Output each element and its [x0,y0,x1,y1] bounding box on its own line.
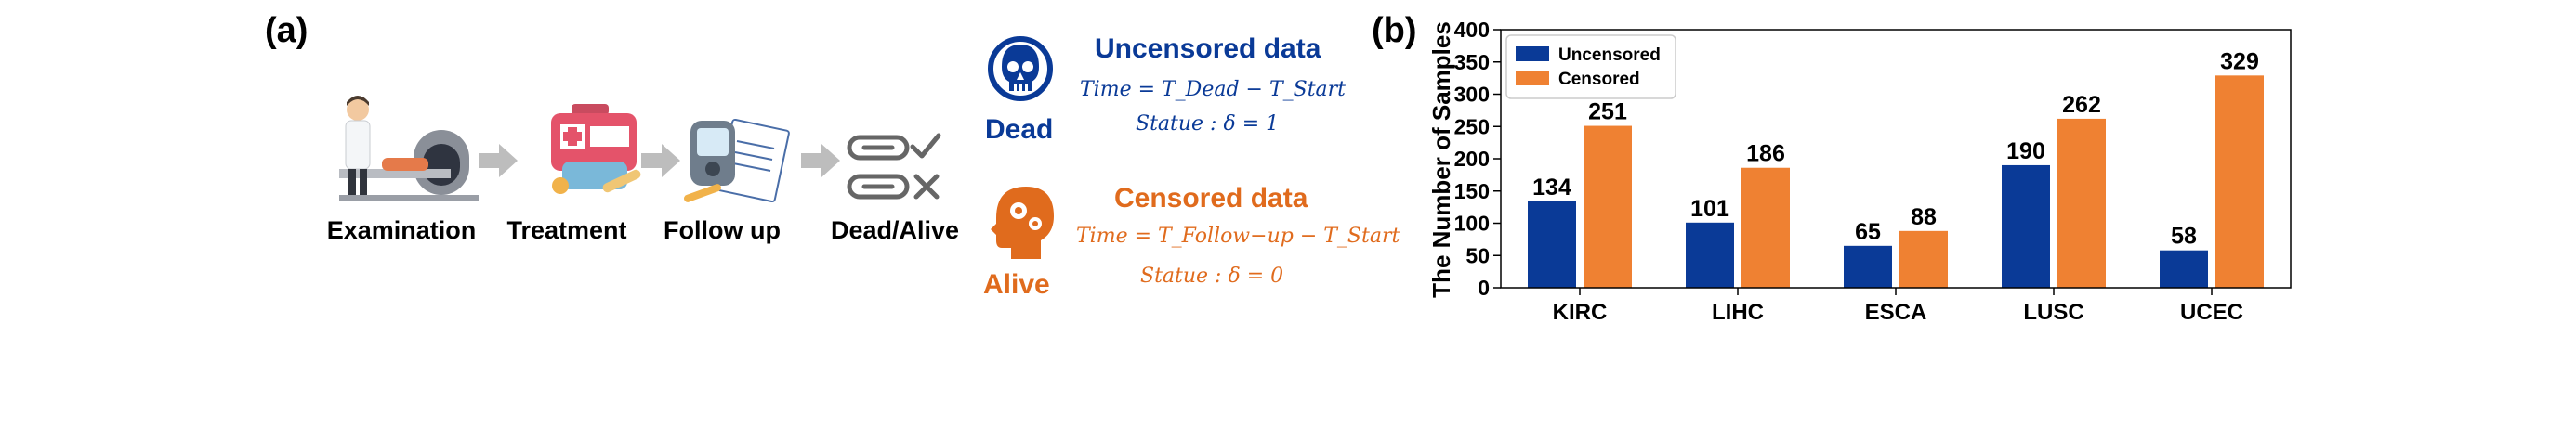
arrow-3 [801,153,821,168]
y-tick-label-0: 0 [1478,276,1490,300]
y-tick-label-150: 150 [1454,179,1490,203]
bar-lusc-censored [2057,118,2106,288]
data-label-lusc-censored: 262 [2062,92,2101,118]
bar-kirc-censored [1584,125,1632,288]
data-label-lihc-censored: 186 [1746,141,1785,167]
y-tick-label-350: 350 [1454,50,1490,74]
dead-time-formula: Time = T_Dead − T_Start [1080,78,1346,101]
step-label-examination: Examination [326,216,477,244]
alive-time-formula-text: Time = T_Follow−up − T_Start [1076,225,1400,248]
panel-b-label: (b) [1372,11,1417,50]
legend-label-uncensored: Uncensored [1558,45,1661,65]
x-tick-label-lihc: LIHC [1712,300,1764,325]
alive-status-formula: Statue : δ = 0 [1140,265,1284,288]
arrow-1 [479,153,499,168]
data-label-lusc-uncensored: 190 [2006,138,2045,164]
panel-a-label: (a) [265,11,309,50]
medical-kit-icon [551,104,641,194]
x-tick-label-ucec: UCEC [2180,300,2243,325]
data-label-esca-censored: 88 [1911,204,1937,230]
alive-status-word: Alive [983,269,1050,300]
x-axis: KIRC LIHC ESCA LUSC UCEC [1553,288,2243,325]
dead-status-word: Dead [985,114,1054,145]
data-label-ucec-censored: 329 [2220,48,2259,74]
check-cross-icon [847,133,941,200]
y-tick-label-400: 400 [1454,18,1490,42]
x-tick-label-lusc: LUSC [2023,300,2083,325]
data-label-esca-uncensored: 65 [1855,219,1881,245]
step-label-treatment: Treatment [506,216,627,244]
censored-title: Censored data [1114,183,1308,214]
y-tick-label-300: 300 [1454,83,1490,107]
bar-esca-censored [1899,230,1948,288]
y-axis: 0 50 100 150 200 250 300 350 400 [1454,18,1501,300]
bar-lihc-uncensored [1686,222,1734,288]
data-label-ucec-uncensored: 58 [2171,224,2197,250]
legend-swatch-uncensored [1516,46,1549,61]
dead-status-formula: Statue : δ = 1 [1136,112,1280,136]
x-tick-label-kirc: KIRC [1553,300,1608,325]
legend-label-censored: Censored [1558,70,1640,89]
y-axis-label: The Number of Samples [1427,21,1455,298]
arrow-3-head [821,144,840,177]
mri-scanner-icon [339,96,479,201]
head-gears-icon [991,187,1054,259]
glucose-monitor-icon [684,118,790,203]
dead-time-formula-text: Time = T_Dead − T_Start [1080,78,1347,101]
skull-icon [988,36,1053,101]
uncensored-title: Uncensored data [1095,33,1321,64]
data-label-lihc-uncensored: 101 [1690,196,1729,222]
step-label-follow-up: Follow up [664,216,781,244]
y-tick-label-250: 250 [1454,114,1490,138]
arrow-1-head [499,144,518,177]
bar-ucec-uncensored [2160,250,2208,288]
data-label-kirc-censored: 251 [1588,99,1627,125]
y-tick-label-100: 100 [1454,212,1490,236]
bar-lusc-uncensored [2002,164,2050,288]
step-label-dead-alive: Dead/Alive [830,216,960,244]
bar-lihc-censored [1741,167,1790,288]
bar-ucec-censored [2215,75,2264,288]
arrow-2-head [662,144,680,177]
bar-kirc-uncensored [1528,201,1576,288]
bar-esca-uncensored [1844,245,1892,288]
x-tick-label-esca: ESCA [1865,300,1927,325]
alive-time-formula: Time = T_Follow−up − T_Start [1076,225,1400,248]
arrow-2 [641,153,662,168]
y-tick-label-50: 50 [1465,243,1490,267]
data-label-kirc-uncensored: 134 [1532,175,1571,201]
bar-chart: The Number of Samples 0 50 100 150 200 250 300… [1427,18,2292,325]
plot-frame [1500,29,2292,289]
y-tick-label-200: 200 [1454,147,1490,171]
legend-swatch-censored [1516,71,1549,85]
bars: 134 251 101 186 65 88 190 262 58 329 [1528,48,2264,288]
